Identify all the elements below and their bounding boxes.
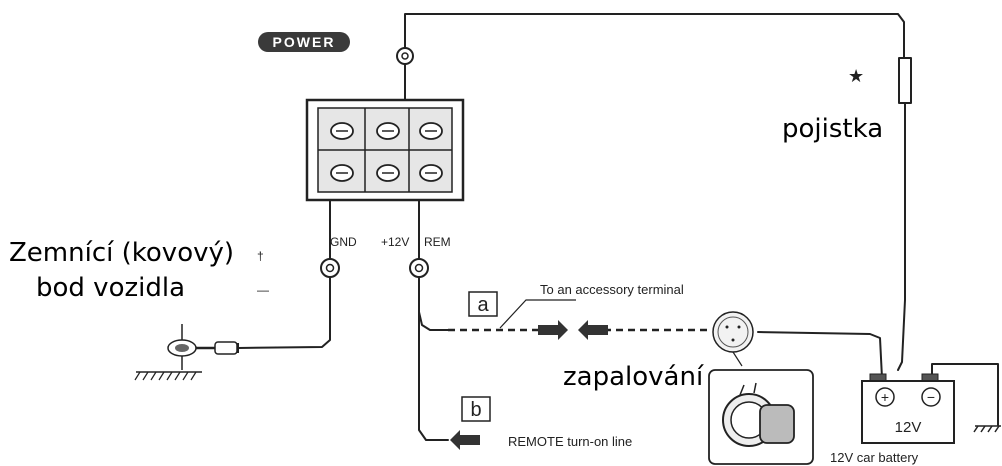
battery-minus: − — [927, 389, 935, 405]
marker-a-text: a — [477, 294, 489, 316]
power-badge — [258, 32, 350, 52]
chassis-ground-bolt-icon — [134, 324, 239, 381]
battery-plus: + — [881, 389, 889, 405]
gnd-ring-terminal — [320, 258, 340, 278]
ignition-switch-icon — [712, 311, 754, 353]
battery-ground-icon — [973, 425, 1001, 433]
marker-a-box — [468, 291, 498, 317]
ground-annotation-line1: Zemnící (kovový) — [9, 238, 235, 268]
ignition-to-battery-wire — [757, 331, 883, 379]
battery-ground-wire — [931, 363, 999, 426]
fuse-annotation: pojistka — [782, 114, 884, 144]
remote-caption: REMOTE turn-on line — [508, 434, 632, 449]
remote-arrow-icon — [450, 430, 480, 450]
marker-b-box — [461, 396, 491, 422]
terminal-block — [305, 98, 465, 202]
gnd-to-chassis-wire — [237, 277, 331, 349]
minus-mark: — — [257, 283, 269, 297]
ignition-annotation: zapalování — [563, 362, 704, 392]
rem-label: REM — [424, 235, 451, 249]
battery-caption: 12V car battery — [830, 450, 919, 465]
power-ring-terminal — [396, 47, 414, 65]
ground-annotation-line2: bod vozidla — [36, 273, 186, 303]
accessory-caption: To an accessory terminal — [540, 282, 684, 297]
arrow-right-icon — [538, 320, 568, 340]
plus-mark: † — [257, 249, 264, 263]
plus12v-down-wire — [418, 277, 449, 441]
gnd-label: GND — [330, 235, 357, 249]
ignition-leader — [732, 351, 743, 367]
battery-voltage: 12V — [895, 419, 922, 436]
plus12v-label: +12V — [381, 235, 409, 249]
car-battery-icon — [861, 373, 955, 444]
fuse-to-battery-wire — [897, 102, 906, 371]
fuse-holder — [898, 57, 912, 104]
star-icon: ★ — [848, 66, 864, 87]
arrow-left-icon — [578, 320, 608, 340]
power-wire-top — [404, 13, 905, 59]
plus12v-to-a-wire — [418, 311, 449, 331]
ignition-key-icon — [708, 369, 814, 465]
power-badge-text: POWER — [273, 34, 336, 50]
plus12v-ring-terminal — [409, 258, 429, 278]
accessory-pointer — [499, 299, 576, 329]
marker-b-text: b — [470, 399, 481, 421]
